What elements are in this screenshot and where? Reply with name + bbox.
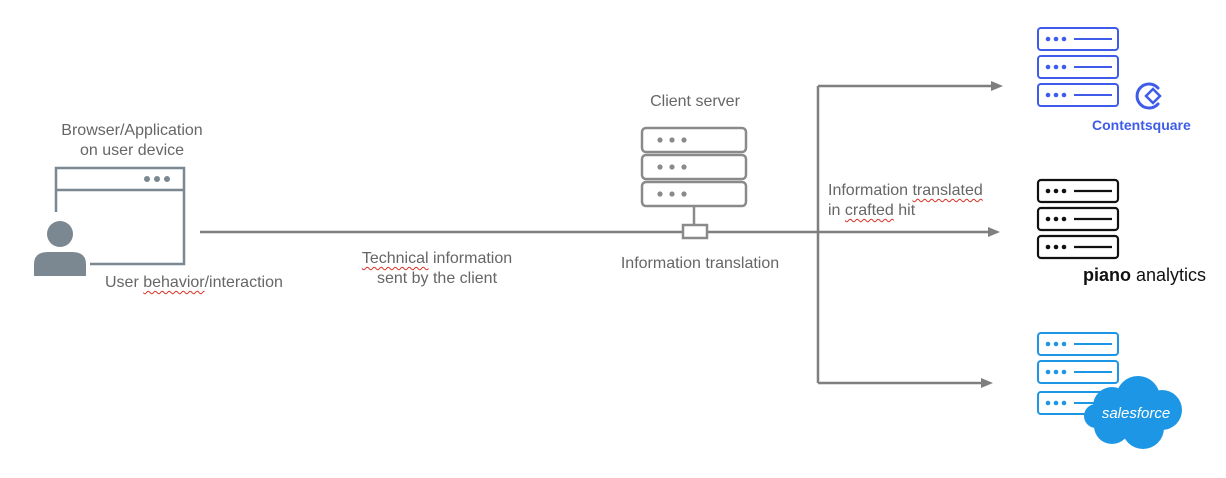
arrow-head-contentsquare — [991, 81, 1003, 91]
information-translation-caption: Information translation — [620, 255, 780, 272]
distribution-connector — [816, 84, 993, 385]
piano-analytics-wordmark: piano analytics — [1083, 265, 1207, 285]
source-title: Browser/Application on user device — [61, 122, 203, 159]
salesforce-cloud-logo — [1084, 376, 1182, 449]
arrow-head-salesforce — [981, 378, 993, 388]
salesforce-server-icon — [1037, 332, 1119, 415]
technical-information-label: Technical information sent by the client — [361, 250, 513, 287]
user-behavior-caption: User behavior/interaction — [105, 274, 283, 291]
crafted-hit-label: Information translated in crafted hit — [828, 182, 983, 219]
client-server-title: Client server — [650, 93, 740, 110]
arrow-head-piano — [988, 227, 1000, 237]
user-icon — [30, 212, 90, 278]
contentsquare-logo-icon — [1135, 82, 1162, 110]
salesforce-wordmark: salesforce — [1101, 405, 1171, 422]
contentsquare-wordmark: Contentsquare — [1092, 117, 1191, 133]
client-server-icon — [640, 126, 748, 240]
contentsquare-server-icon — [1037, 27, 1119, 107]
piano-server-icon — [1036, 178, 1120, 260]
